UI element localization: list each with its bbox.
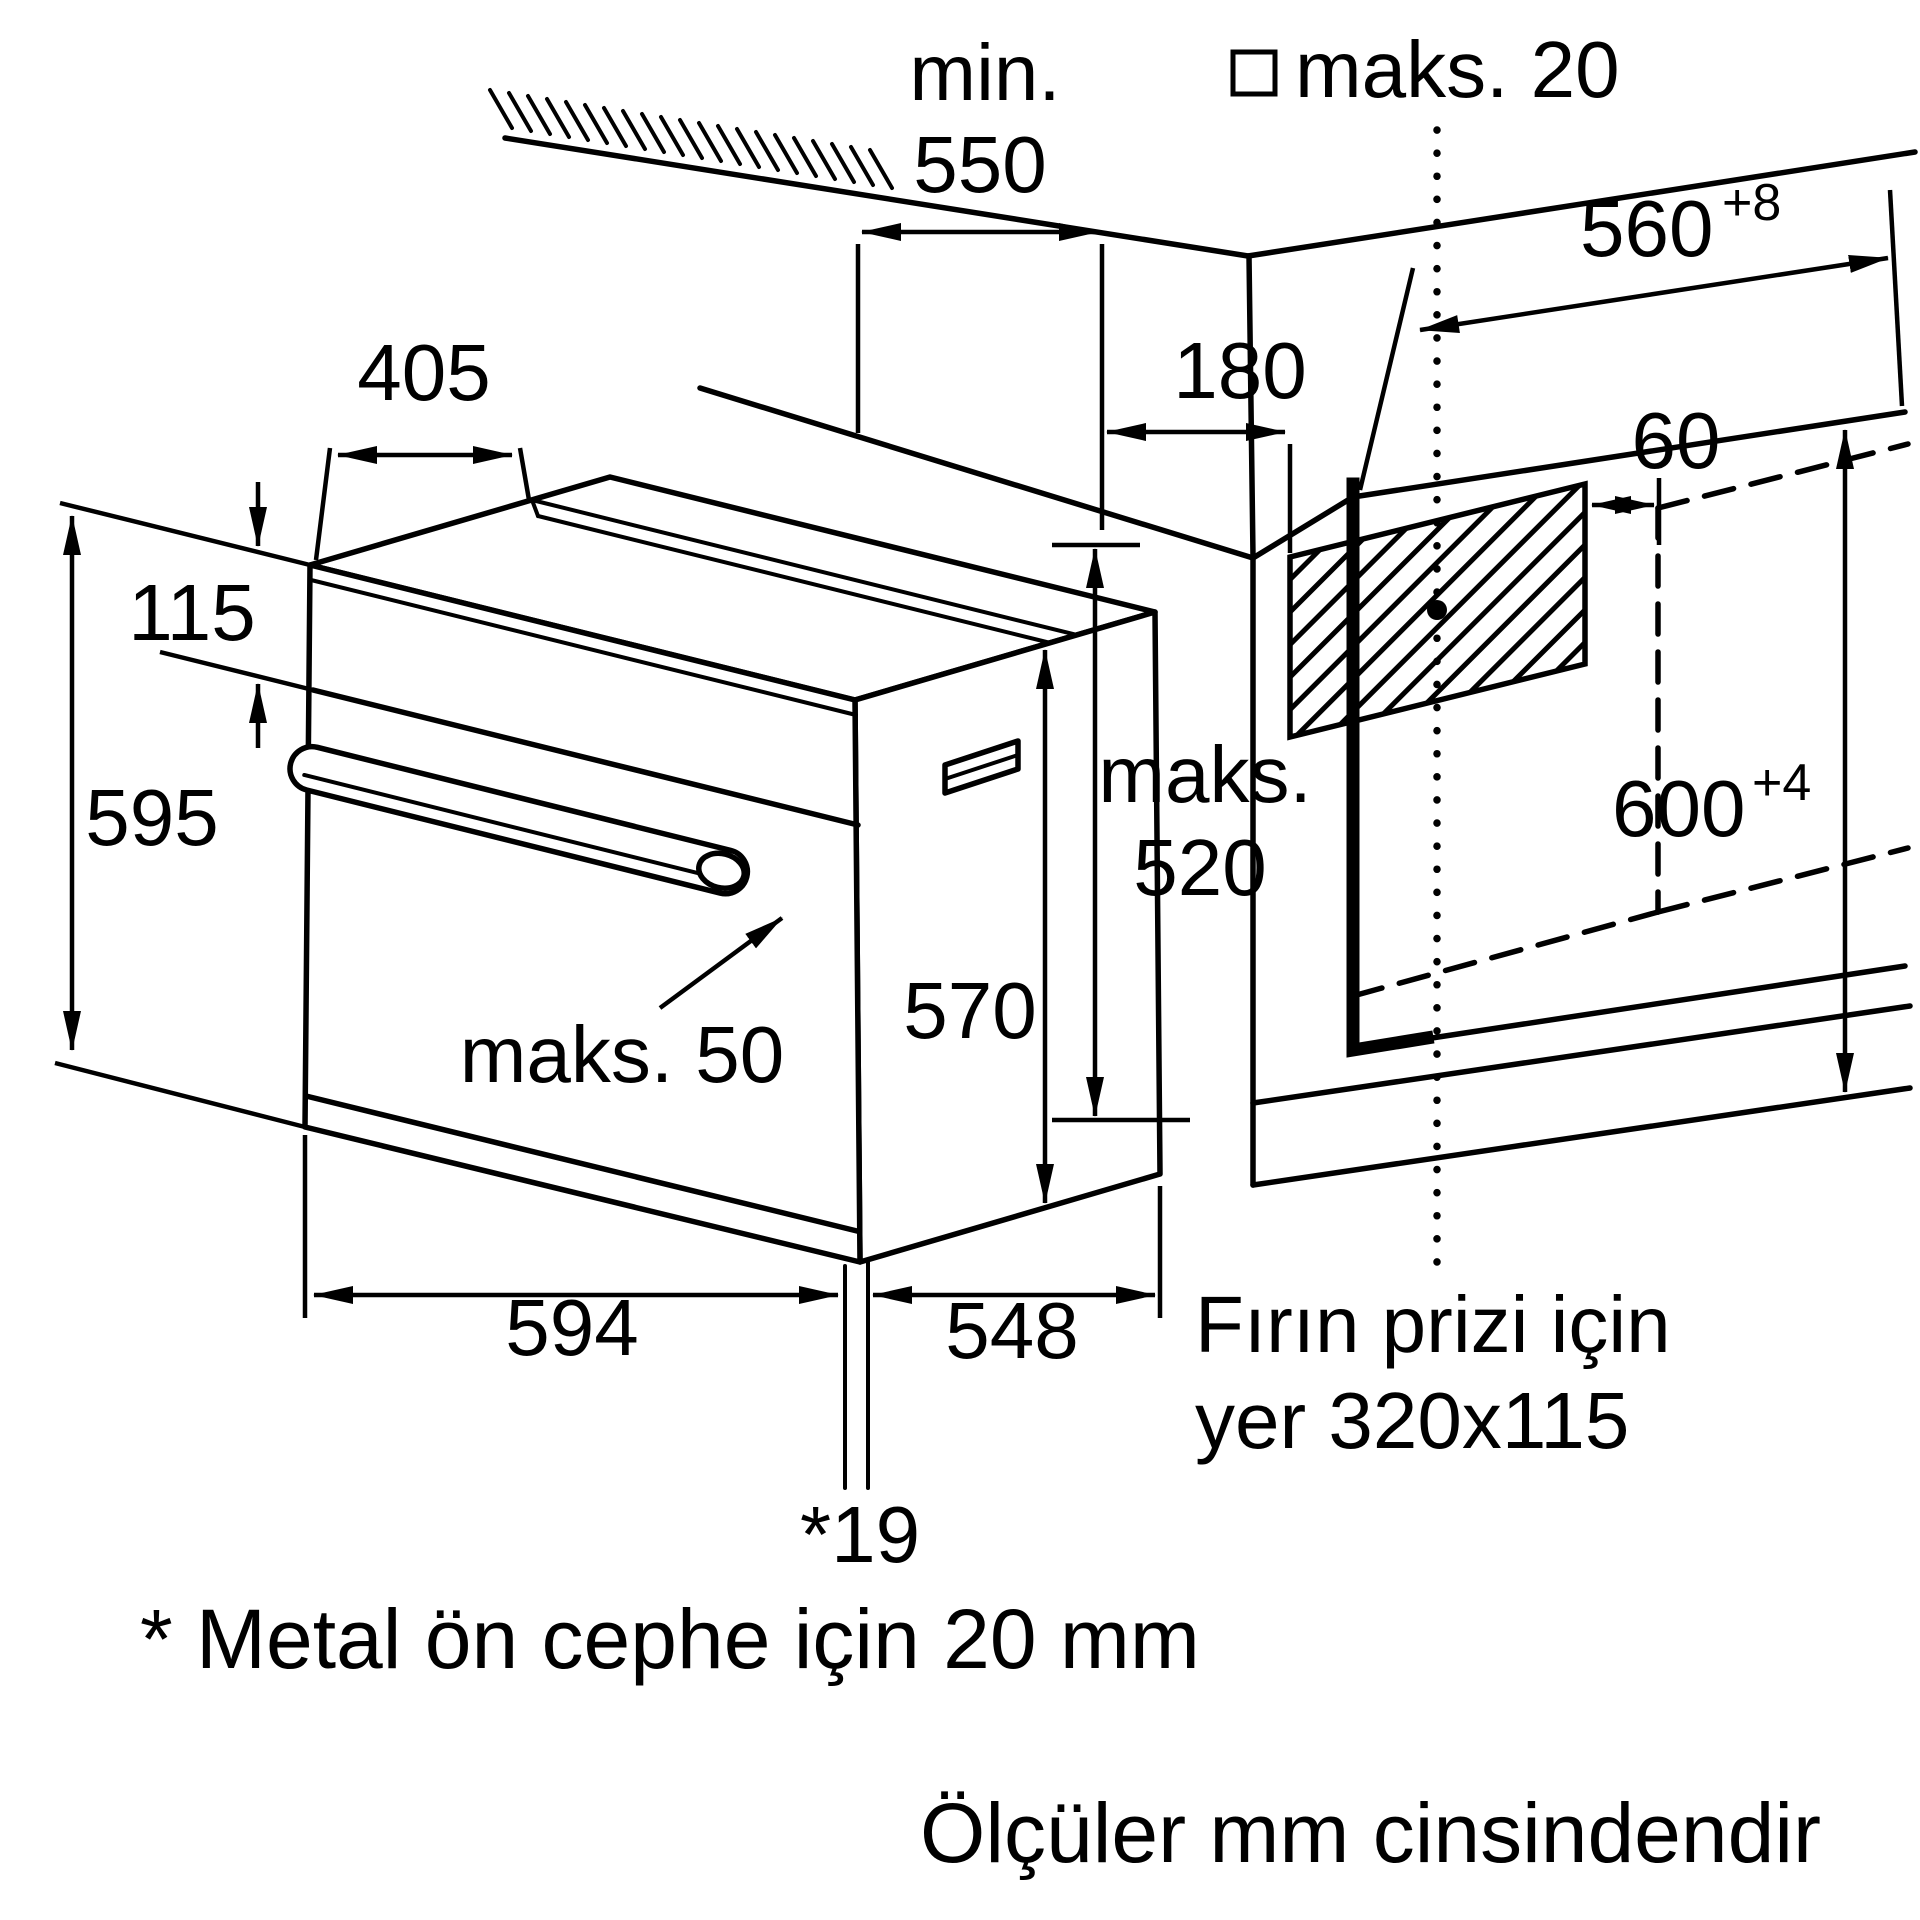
dim-min-550: [855, 223, 1105, 530]
dim-60: [1591, 478, 1662, 545]
oven-top-step-line-1: [530, 498, 1079, 637]
niche-hidden-edge-top: [1655, 441, 1911, 511]
label-60: 60: [1632, 396, 1721, 485]
counter-front-edge: [697, 385, 1256, 561]
control-panel-top-line: [309, 578, 858, 717]
dimension-labels: min. 550 maks. 20 560 +8 405 180 60 115 …: [85, 25, 1811, 1579]
dim-maks-50-arrow: [658, 916, 784, 1010]
label-maks-20: maks. 20: [1295, 25, 1620, 114]
oven-top-step-line-2: [536, 514, 1085, 653]
label-maks-520-word: maks.: [1098, 730, 1311, 819]
front-panel-note: * Metal ön cephe için 20 mm: [140, 1592, 1200, 1686]
dim-560: [1357, 189, 1905, 491]
units-note: Ölçüler mm cinsindendir: [920, 1786, 1821, 1880]
dim-maks-520: [1052, 542, 1190, 1123]
control-panel-bottom-line: [310, 687, 861, 828]
dim-595: [54, 515, 306, 1130]
oven-top-step-tick-left: [530, 498, 540, 518]
niche-hidden-edge-bottom-right: [1655, 845, 1911, 915]
handle-inner-line: [302, 772, 728, 882]
niche-floor-edge: [1350, 963, 1908, 1053]
oven: [287, 474, 1163, 1490]
oven-side-face: [852, 609, 1163, 1265]
label-socket-line2: yer 320x115: [1195, 1376, 1629, 1465]
label-548: 548: [945, 1286, 1078, 1375]
label-594: 594: [505, 1283, 638, 1372]
label-600-sup: +4: [1752, 754, 1811, 812]
label-19: *19: [800, 1490, 920, 1579]
wall-and-counter: [488, 88, 1918, 1188]
footnotes: * Metal ön cephe için 20 mm Ölçüler mm c…: [140, 1592, 1821, 1880]
dimension-lines: [54, 189, 1905, 1318]
handle-end-cap: [696, 850, 747, 891]
label-405: 405: [357, 328, 490, 417]
niche-hidden-edge-bottom-left: [1350, 909, 1661, 999]
label-maks-520-value: 520: [1133, 823, 1266, 912]
counter-to-niche-edge: [1250, 494, 1356, 561]
oven-front-face: [302, 562, 863, 1265]
plinth-bottom-edge: [1250, 1085, 1913, 1188]
door-bottom-line: [303, 1093, 860, 1234]
label-550: 550: [913, 120, 1046, 209]
label-min: min.: [909, 28, 1060, 117]
label-maks-50: maks. 50: [460, 1010, 785, 1099]
niche-top-edge: [1350, 409, 1908, 500]
dim-115: [59, 482, 314, 748]
dim-405: [313, 446, 532, 561]
square-symbol: [1230, 49, 1278, 97]
label-560-sup: +8: [1722, 174, 1781, 232]
label-570: 570: [903, 966, 1036, 1055]
dim-548: [872, 1186, 1163, 1318]
wall-edge-left: [502, 135, 1251, 259]
label-socket-line1: Fırın prizi için: [1195, 1280, 1671, 1369]
label-180: 180: [1173, 326, 1306, 415]
label-595: 595: [85, 773, 218, 862]
wall-hatching: [488, 88, 894, 190]
dim-594: [302, 1135, 839, 1318]
wall-edge-right: [1245, 149, 1918, 259]
oven-side-vent-line: [943, 753, 1020, 781]
wall-corner-edge: [1246, 253, 1256, 559]
plinth-top-edge: [1250, 1003, 1913, 1106]
dim-180: [1106, 423, 1293, 553]
oven-handle: [287, 743, 751, 897]
label-560: 560: [1580, 184, 1713, 273]
label-600: 600: [1612, 764, 1745, 853]
niche: [1250, 126, 1913, 1279]
label-115: 115: [128, 568, 256, 657]
socket-center-dot: [1427, 600, 1447, 620]
